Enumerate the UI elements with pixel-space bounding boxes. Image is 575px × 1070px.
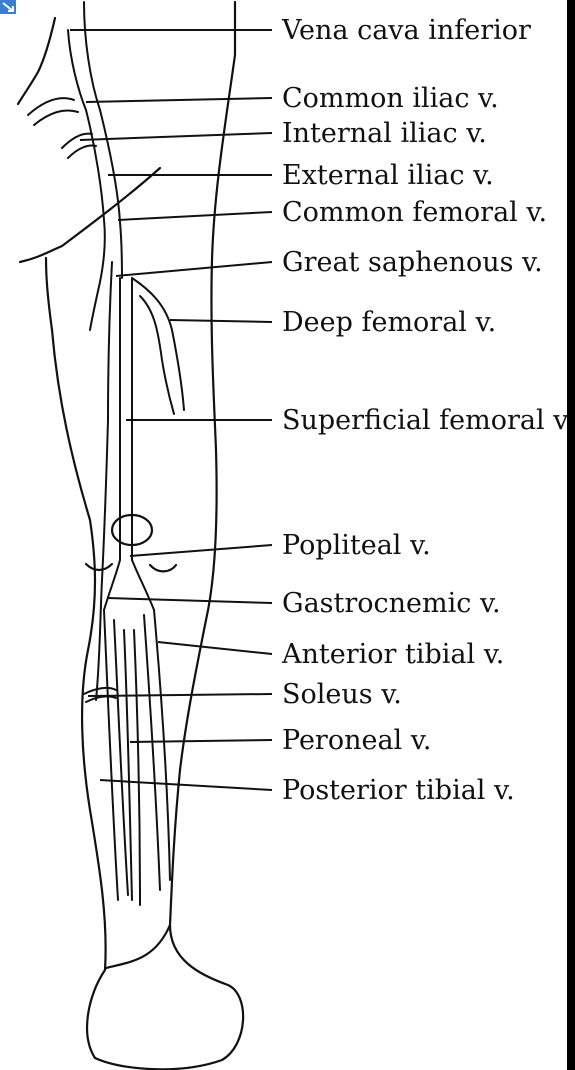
leg-outline [18, 2, 243, 1069]
label-superficial-femoral: Superficial femoral v. [282, 405, 567, 436]
leader-anterior-tibial [158, 642, 272, 654]
label-peroneal: Peroneal v. [282, 725, 431, 756]
leader-soleus [88, 694, 272, 696]
leader-common-iliac [86, 98, 272, 102]
label-deep-femoral: Deep femoral v. [282, 307, 496, 338]
leader-gastrocnemic [108, 598, 272, 603]
common-iliac-branch [28, 98, 78, 125]
label-gastrocnemic: Gastrocnemic v. [282, 588, 501, 619]
peroneal-right [134, 630, 140, 905]
label-common-femoral: Common femoral v. [282, 197, 547, 228]
internal-iliac-branch [62, 134, 96, 158]
leader-internal-iliac [80, 133, 272, 140]
knee-left-crease [86, 564, 112, 570]
leader-great-saphenous [116, 262, 272, 276]
knee-right-crease [150, 565, 176, 571]
anterior-tibial-right [154, 610, 170, 880]
leg-outer-contour [46, 2, 243, 1069]
deep-femoral-inner [140, 296, 174, 414]
label-popliteal: Popliteal v. [282, 530, 431, 561]
ankle-line [106, 925, 170, 968]
image-link-icon[interactable] [0, 0, 16, 14]
labels: Vena cava inferior Common iliac v. Inter… [281, 15, 567, 806]
leader-posterior-tibial [100, 780, 272, 790]
hip-curve [18, 18, 55, 104]
label-anterior-tibial: Anterior tibial v. [281, 639, 504, 670]
label-common-iliac: Common iliac v. [282, 83, 499, 114]
label-vena-cava-inferior: Vena cava inferior [281, 15, 531, 46]
deep-femoral-outer [132, 278, 184, 410]
great-saphenous-vein [96, 262, 112, 700]
leader-popliteal [130, 545, 272, 556]
leader-lines [70, 30, 272, 790]
leader-common-femoral [118, 212, 272, 220]
label-external-iliac: External iliac v. [282, 160, 494, 191]
label-soleus: Soleus v. [282, 679, 402, 710]
groin-line [20, 168, 160, 262]
label-great-saphenous: Great saphenous v. [282, 247, 543, 278]
leader-deep-femoral [170, 320, 272, 322]
vena-cava-wall-right [84, 2, 100, 110]
label-posterior-tibial: Posterior tibial v. [282, 775, 515, 806]
popliteal-split-right [132, 560, 154, 610]
label-internal-iliac: Internal iliac v. [282, 118, 487, 149]
